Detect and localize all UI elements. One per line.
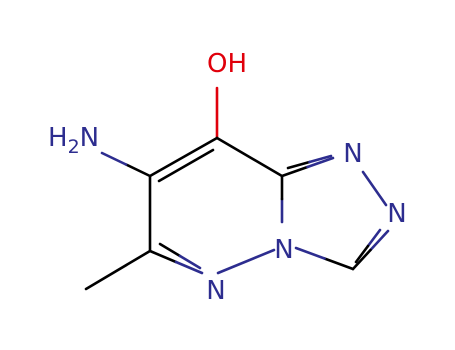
amine-n: N bbox=[80, 123, 99, 153]
bond-n3-c3-a bbox=[369, 229, 390, 252]
atom-label-hydroxyl: OH bbox=[207, 49, 247, 79]
amine-subscript: 2 bbox=[68, 136, 80, 158]
bond-n3-c3-inner-a bbox=[366, 228, 382, 248]
bond-c7-nh2-a bbox=[124, 163, 152, 178]
bond-c6-n1-inner-b bbox=[178, 254, 202, 270]
bond-layer bbox=[84, 86, 390, 291]
atom-label-n-bottom: N bbox=[206, 276, 225, 306]
bond-c6-me bbox=[84, 249, 152, 291]
bond-c8a-n2-a bbox=[280, 165, 309, 178]
amine-h: H bbox=[48, 123, 68, 153]
atom-label-n-triazole-top: N bbox=[343, 139, 362, 169]
bond-c6-n1-a bbox=[148, 249, 178, 264]
bond-n1-n9 bbox=[216, 248, 276, 275]
bond-n3-c3-b bbox=[351, 248, 372, 271]
bond-c8a-n2-inner-a bbox=[286, 160, 311, 170]
atom-label-n-triazole-right: N bbox=[387, 199, 406, 229]
bond-c8a-n2-inner-b bbox=[308, 154, 333, 164]
bond-c3-n9-a bbox=[323, 257, 355, 271]
bond-c8a-c8 bbox=[215, 136, 284, 178]
bond-c6-n1-b bbox=[174, 260, 204, 275]
bond-c8-c7-inner bbox=[157, 148, 215, 183]
atom-label-amine: H2N bbox=[48, 123, 99, 158]
bond-n2-n3 bbox=[361, 170, 388, 207]
bond-c8a-n2-b bbox=[306, 156, 335, 169]
bond-n3-c3-inner-b bbox=[354, 244, 370, 264]
bond-c8-c7 bbox=[148, 136, 219, 178]
atom-label-n-bridge: N bbox=[274, 235, 293, 265]
bond-c7-nh2-b bbox=[100, 151, 128, 166]
bond-c6-n1-inner-a bbox=[158, 242, 182, 258]
bond-c3-n9-b bbox=[294, 246, 326, 260]
